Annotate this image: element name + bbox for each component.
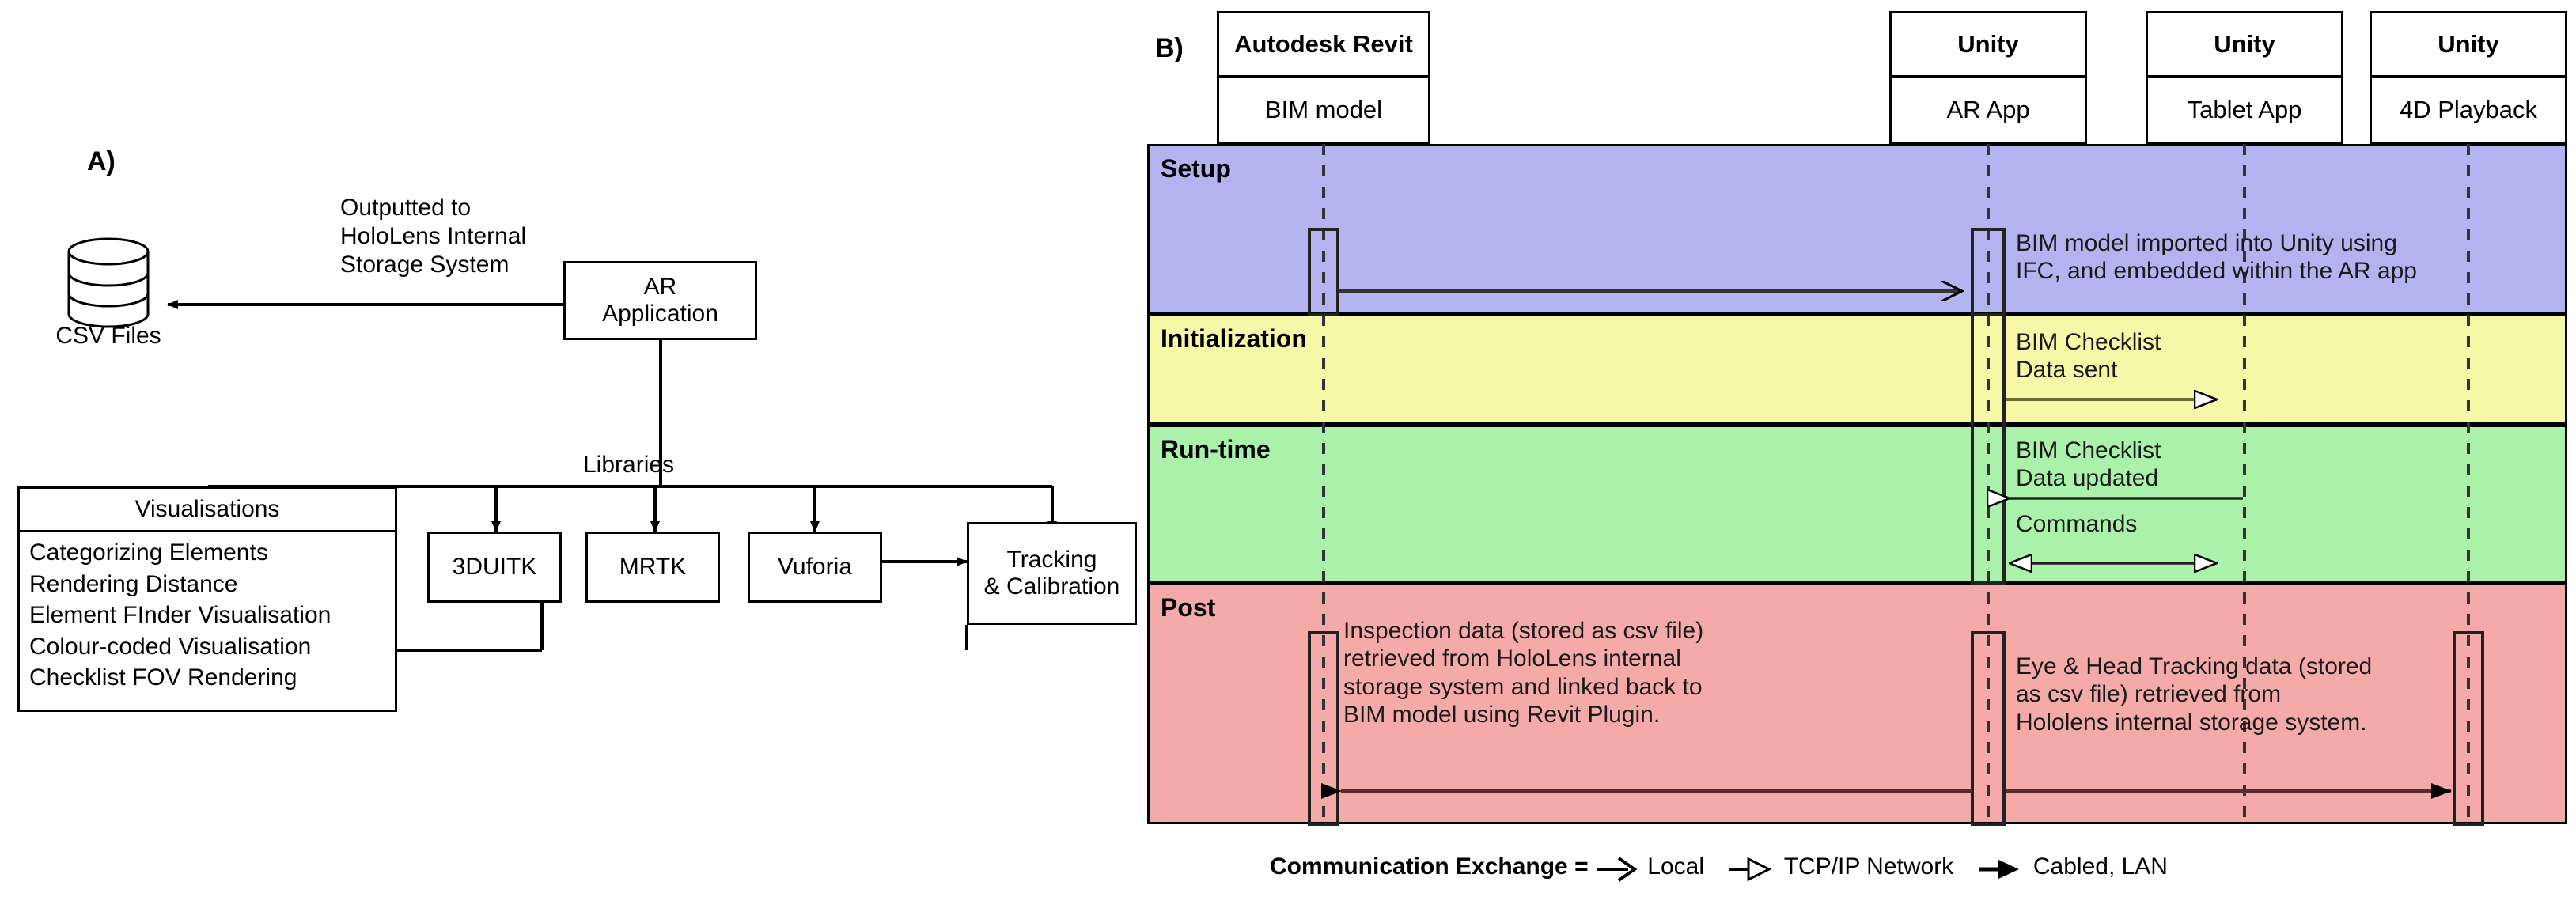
lifeline-role-name: 4D Playback — [2399, 95, 2538, 123]
panel-b-label: B) — [1155, 33, 1184, 63]
filled-arrow-icon — [1979, 860, 2019, 880]
legend-label-cabled: Cabled, LAN — [2032, 853, 2168, 880]
message-line: Hololens internal storage system. — [2016, 709, 2367, 736]
sequence-connectors — [1308, 144, 2484, 826]
message-label-post-inspection: Inspection data (stored as csv file) ret… — [1343, 617, 1850, 729]
message-line: Commands — [2016, 511, 2138, 537]
open-arrow-icon — [1596, 857, 1638, 882]
phase-title-runtime: Run-time — [1161, 435, 1271, 464]
list-item: Categorizing Elements — [29, 539, 268, 566]
ar-application-box[interactable]: AR Application — [563, 261, 757, 340]
panel-b: B) Autodesk Revit BIM model Unity AR App… — [1147, 0, 2576, 912]
visualisations-title: Visualisations — [20, 489, 395, 532]
list-item: Element FInder Visualisation — [29, 602, 331, 629]
lifeline-app-name: Unity — [1892, 13, 2085, 78]
list-item: Colour-coded Visualisation — [29, 633, 312, 660]
tracking-line-1: Tracking — [1006, 547, 1097, 573]
ar-application-line-2: Application — [602, 301, 718, 327]
lifeline-app-name: Unity — [2148, 13, 2341, 78]
legend-label-tcpip: TCP/IP Network — [1783, 853, 1954, 880]
output-edge-line-1: Outputted to — [340, 195, 472, 221]
phase-title-initialization: Initialization — [1161, 324, 1307, 353]
lifeline-dashes — [1322, 144, 2470, 824]
visualisations-list: Categorizing Elements Rendering Distance… — [20, 532, 395, 694]
message-line: storage system and linked back to — [1343, 673, 1703, 700]
phase-title-post: Post — [1161, 593, 1216, 622]
lifeline-header-unity-tablet-app[interactable]: Unity Tablet App — [2146, 11, 2343, 144]
message-line: BIM model using Revit Plugin. — [1343, 702, 1661, 728]
ar-application-line-1: AR — [643, 274, 677, 301]
message-line: Data sent — [2016, 357, 2118, 384]
phase-band-initialization: Initialization — [1147, 314, 2567, 425]
phase-title-setup: Setup — [1161, 154, 1231, 183]
tracking-calibration-box[interactable]: Tracking & Calibration — [967, 522, 1137, 625]
lifeline-header-autodesk-revit[interactable]: Autodesk Revit BIM model — [1217, 11, 1430, 144]
activation-bars — [1308, 228, 2484, 826]
message-line: Inspection data (stored as csv file) — [1343, 618, 1704, 644]
output-edge-label: Outputted to HoloLens Internal Storage S… — [340, 194, 609, 279]
library-box-vuforia[interactable]: Vuforia — [748, 532, 882, 603]
hollow-arrow-icon — [1729, 857, 1772, 882]
legend: Communication Exchange = Local TCP/IP Ne… — [1270, 853, 2168, 882]
legend-label-local: Local — [1647, 853, 1704, 880]
lifeline-role-name: AR App — [1946, 95, 2030, 123]
library-box-3duitk[interactable]: 3DUITK — [427, 532, 562, 603]
lifeline-header-unity-ar-app[interactable]: Unity AR App — [1889, 11, 2087, 144]
phase-band-post: Post — [1147, 583, 2567, 824]
lifeline-role-name: Tablet App — [2187, 95, 2302, 123]
lifeline-header-unity-4d-playback[interactable]: Unity 4D Playback — [2370, 11, 2567, 144]
message-label-runtime-commands: Commands — [2016, 510, 2269, 538]
message-line: as csv file) retrieved from — [2016, 681, 2282, 708]
message-line: BIM model imported into Unity using — [2016, 230, 2397, 256]
message-line: retrieved from HoloLens internal — [1343, 645, 1681, 672]
lifeline-app-name: Unity — [2372, 13, 2565, 78]
lifeline-role-name: BIM model — [1264, 95, 1383, 123]
legend-title: Communication Exchange = — [1270, 853, 1589, 880]
message-label-setup: BIM model imported into Unity using IFC,… — [2016, 229, 2576, 286]
message-line: BIM Checklist — [2016, 437, 2161, 464]
tracking-line-2: & Calibration — [983, 573, 1120, 600]
message-label-runtime-checklist: BIM Checklist Data updated — [2016, 437, 2269, 493]
list-item: Checklist FOV Rendering — [29, 664, 297, 691]
csv-files-label: CSV Files — [55, 323, 161, 349]
message-line: BIM Checklist — [2016, 329, 2161, 355]
panel-a-connectors — [67, 237, 1057, 655]
library-box-mrtk[interactable]: MRTK — [585, 532, 720, 603]
phase-band-setup: Setup — [1147, 144, 2567, 314]
output-edge-line-3: Storage System — [340, 252, 510, 278]
message-label-initialization: BIM Checklist Data sent — [2016, 328, 2253, 384]
phase-band-runtime: Run-time — [1147, 425, 2567, 583]
message-line: Eye & Head Tracking data (stored — [2016, 653, 2373, 679]
libraries-label: Libraries — [583, 452, 675, 478]
message-label-post-tracking: Eye & Head Tracking data (stored as csv … — [2016, 653, 2491, 736]
database-cylinder-icon — [67, 237, 150, 328]
lifeline-app-name: Autodesk Revit — [1219, 13, 1428, 78]
message-line: IFC, and embedded within the AR app — [2016, 258, 2417, 285]
list-item: Rendering Distance — [29, 570, 238, 597]
visualisations-box[interactable]: Visualisations Categorizing Elements Ren… — [17, 486, 397, 712]
panel-a: A) — [0, 0, 1147, 912]
panel-a-label: A) — [87, 146, 116, 176]
output-edge-line-2: HoloLens Internal — [340, 223, 527, 249]
message-line: Data updated — [2016, 465, 2159, 492]
